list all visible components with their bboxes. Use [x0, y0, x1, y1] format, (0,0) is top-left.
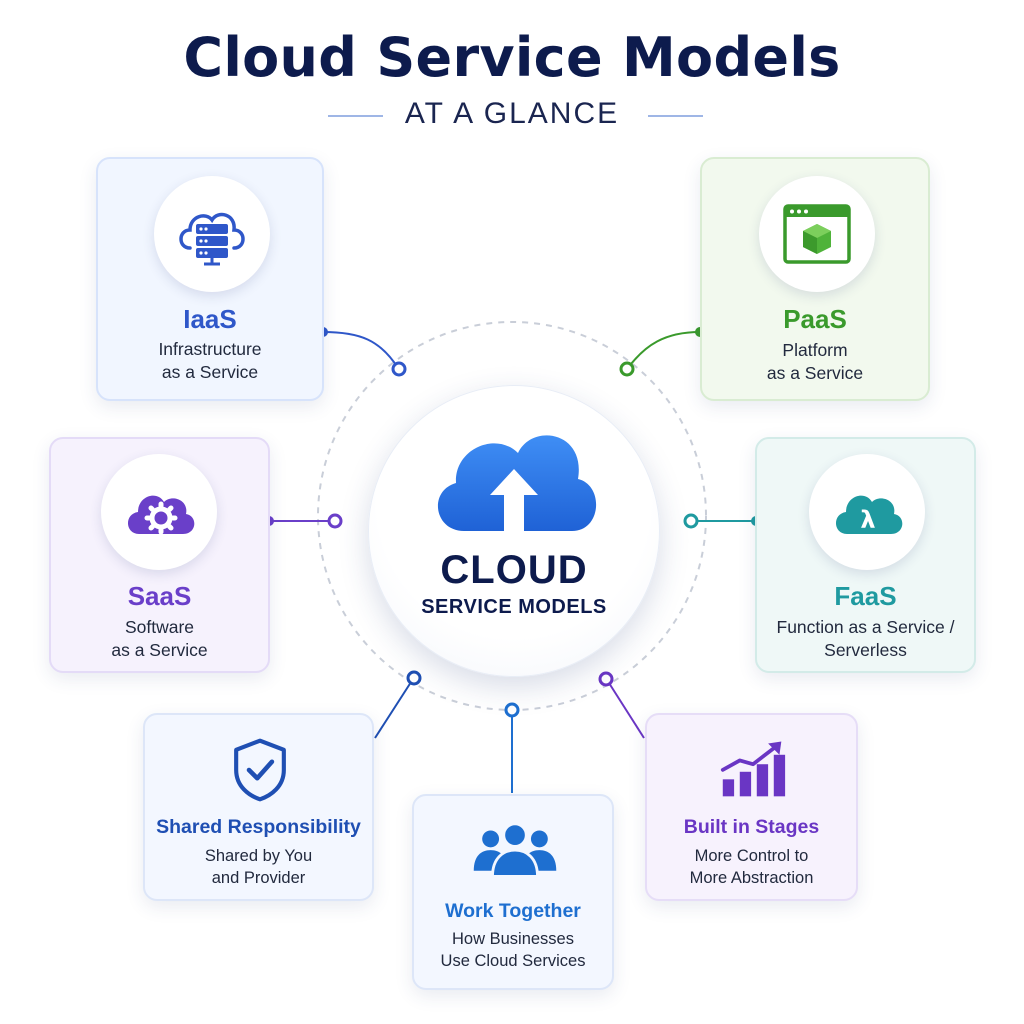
cloud-server-icon	[179, 212, 245, 266]
shield-check-icon	[234, 738, 286, 802]
shared-responsibility-title: Shared Responsibility	[156, 816, 361, 838]
growth-chart-icon	[720, 741, 786, 797]
cloud-upload-icon	[437, 435, 597, 531]
work-together-card: Work Together How Businesses Use Cloud S…	[412, 794, 614, 990]
iaas-card: IaaS Infrastructure as a Service	[96, 157, 324, 401]
faas-description-line1: Function as a Service /	[776, 617, 955, 637]
stages-connector-node	[598, 671, 614, 687]
iaas-connector-node	[391, 361, 407, 377]
subtitle-divider-right	[648, 115, 703, 117]
faas-icon-badge: λ	[809, 454, 925, 570]
together-connector-node	[504, 702, 520, 718]
saas-description-line1: Software	[124, 617, 195, 637]
paas-connector	[627, 331, 701, 369]
shared-responsibility-line2: and Provider	[211, 869, 306, 887]
center-title: CLOUD	[440, 548, 588, 592]
cloud-gear-icon	[127, 495, 195, 535]
paas-icon-badge	[759, 176, 875, 292]
shared-responsibility-card: Shared Responsibility Shared by You and …	[143, 713, 374, 901]
saas-title: SaaS	[127, 581, 192, 611]
saas-card: SaaS Software as a Service	[49, 437, 270, 673]
built-in-stages-title: Built in Stages	[683, 816, 820, 838]
page-title: Cloud Service Models	[183, 26, 841, 89]
page-subtitle: AT A GLANCE	[404, 97, 620, 130]
saas-description-line2: as a Service	[111, 640, 208, 660]
cloud-lambda-icon: λ	[835, 495, 903, 534]
paas-connector-node	[619, 361, 635, 377]
center-hub: CLOUD SERVICE MODELS	[368, 385, 660, 677]
paas-title: PaaS	[783, 304, 847, 334]
people-group-icon	[473, 822, 557, 878]
app-window-cube-icon	[783, 204, 851, 264]
paas-description-line2: as a Service	[766, 363, 864, 383]
faas-connector-node	[683, 513, 699, 529]
built-in-stages-line2: More Abstraction	[689, 869, 814, 887]
saas-icon-badge	[101, 454, 217, 570]
work-together-line1: How Businesses	[452, 930, 574, 948]
built-in-stages-card: Built in Stages More Control to More Abs…	[645, 713, 858, 901]
paas-description-line1: Platform	[782, 340, 848, 360]
work-together-line2: Use Cloud Services	[440, 952, 586, 970]
faas-card: λ FaaS Function as a Service / Serverles…	[755, 437, 976, 673]
faas-description-line2: Serverless	[824, 640, 907, 660]
iaas-description-line2: as a Service	[161, 362, 259, 382]
stages-connector	[608, 682, 645, 739]
built-in-stages-line1: More Control to	[694, 847, 809, 865]
paas-card: PaaS Platform as a Service	[700, 157, 930, 401]
subtitle-divider-left	[328, 115, 383, 117]
shared-responsibility-line1: Shared by You	[204, 847, 313, 865]
saas-connector-node	[327, 513, 343, 529]
work-together-title: Work Together	[445, 900, 581, 922]
iaas-icon-badge	[154, 176, 270, 292]
svg-text:λ: λ	[860, 506, 875, 534]
iaas-title: IaaS	[183, 304, 237, 334]
iaas-description-line1: Infrastructure	[158, 339, 262, 359]
center-subtitle: SERVICE MODELS	[421, 596, 607, 618]
shared-connector	[374, 678, 414, 739]
faas-title: FaaS	[834, 581, 897, 611]
iaas-connector	[322, 331, 399, 369]
shared-connector-node	[406, 670, 422, 686]
